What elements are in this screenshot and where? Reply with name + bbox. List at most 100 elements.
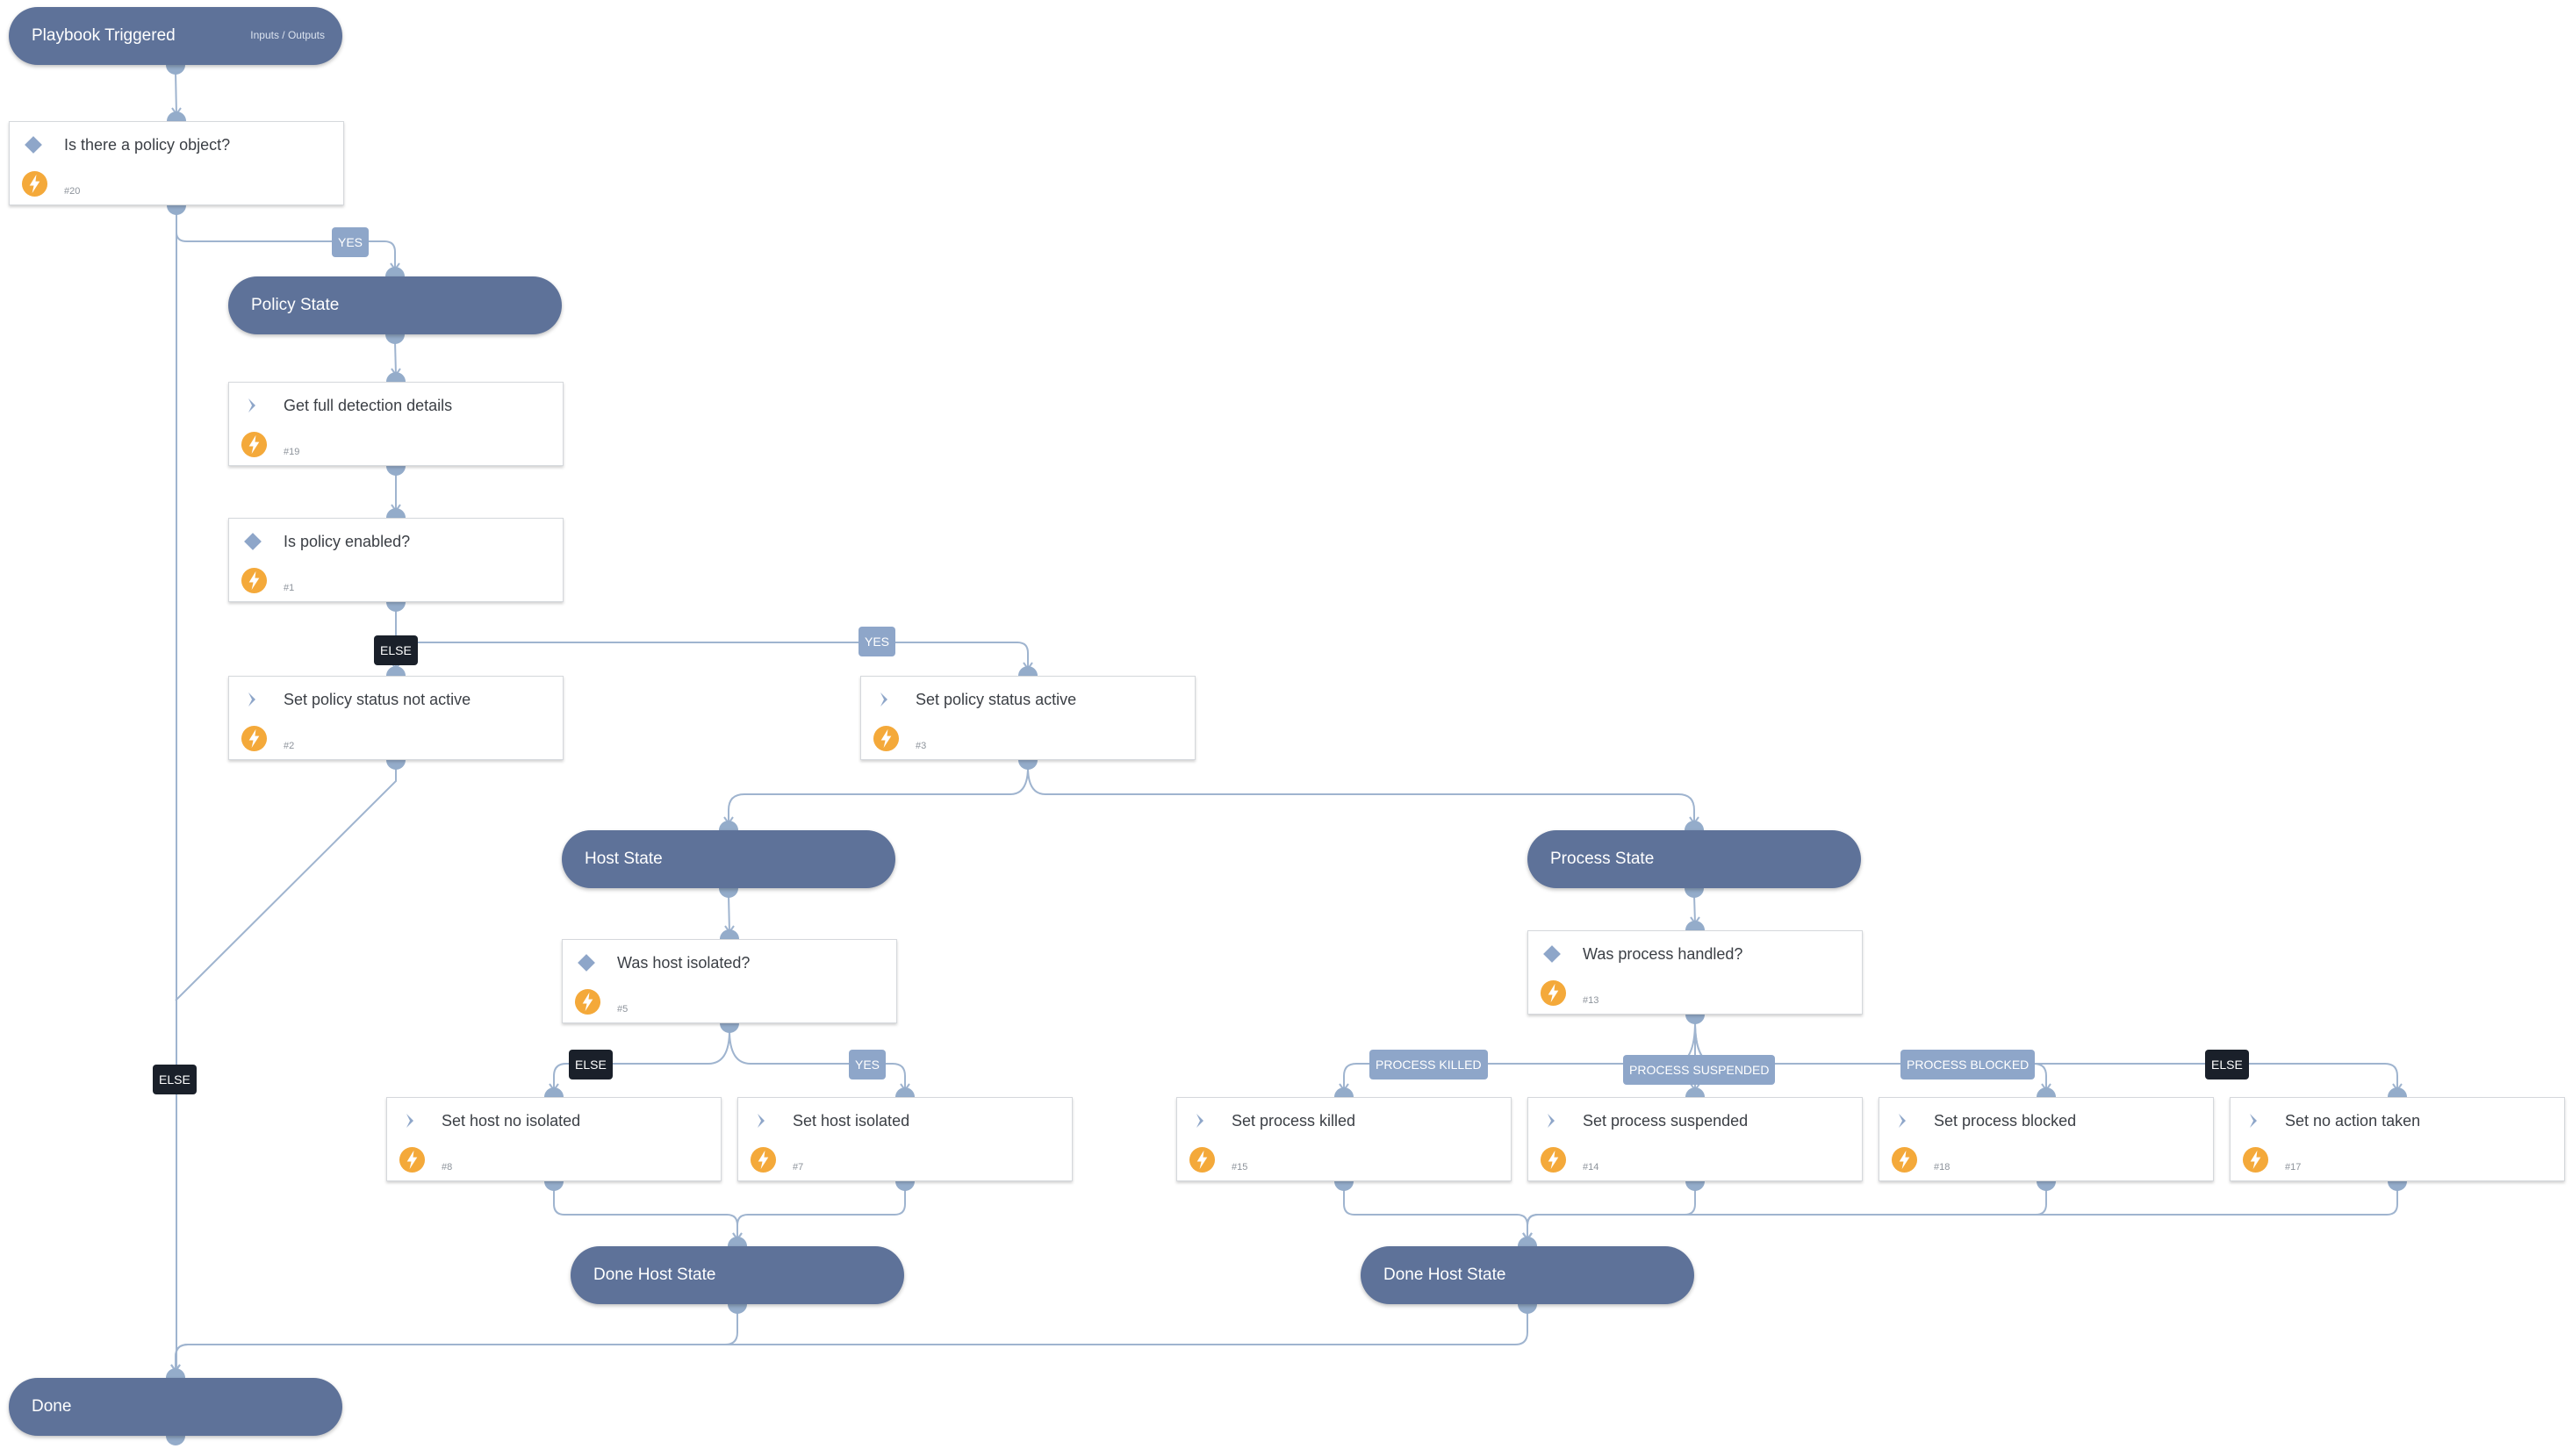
task-name: Set policy status not active — [284, 691, 471, 708]
task-number: #15 — [1232, 1162, 1248, 1173]
edge-n8-to-done_host — [553, 1188, 738, 1239]
task-number: #17 — [2285, 1162, 2302, 1173]
lightning-bolt-icon — [750, 1146, 777, 1173]
chevron-right-icon — [2244, 1110, 2265, 1131]
task-name: Is policy enabled? — [284, 533, 411, 550]
else-branch-label[interactable]: ELSE — [374, 635, 418, 665]
lightning-bolt-icon — [873, 725, 900, 752]
condition-branch-label[interactable]: PROCESS KILLED — [1369, 1050, 1488, 1079]
condition-task-node[interactable]: Is policy enabled? #1 — [228, 518, 564, 602]
action-task-node[interactable]: Set process blocked #18 — [1879, 1097, 2214, 1181]
diamond-icon — [242, 531, 263, 552]
task-name: Is there a policy object? — [64, 136, 231, 154]
chevron-right-icon — [1893, 1110, 1914, 1131]
chevron-right-icon — [1541, 1110, 1563, 1131]
lightning-bolt-icon — [574, 988, 601, 1015]
task-name: Set host isolated — [793, 1112, 910, 1130]
action-task-node[interactable]: Set process suspended #14 — [1527, 1097, 1863, 1181]
task-name: Get full detection details — [284, 397, 453, 414]
section-header-node[interactable]: Host State — [562, 830, 895, 888]
action-task-node[interactable]: Set policy status not active #2 — [228, 676, 564, 760]
condition-task-node[interactable]: Was host isolated? #5 — [562, 939, 897, 1023]
task-number: #19 — [284, 447, 300, 457]
action-task-node[interactable]: Set no action taken #17 — [2230, 1097, 2565, 1181]
diamond-icon — [576, 952, 597, 973]
edge-n5-to-n7 — [729, 1029, 906, 1090]
edge-n5-to-n8 — [553, 1029, 730, 1090]
lightning-bolt-icon — [399, 1146, 426, 1173]
node-label: Done — [32, 1397, 72, 1416]
task-number: #2 — [284, 741, 295, 751]
lightning-bolt-icon — [1540, 979, 1567, 1007]
else-branch-label[interactable]: ELSE — [153, 1065, 197, 1094]
condition-task-node[interactable]: Was process handled? #13 — [1527, 930, 1863, 1015]
chevron-right-icon — [242, 395, 263, 416]
edge-n3-to-sec_host — [728, 766, 1029, 823]
chevron-right-icon — [874, 689, 895, 710]
node-label: Host State — [585, 850, 663, 868]
else-branch-label[interactable]: ELSE — [569, 1050, 613, 1079]
node-label: Process State — [1550, 850, 1655, 868]
condition-branch-label[interactable]: YES — [332, 227, 370, 257]
diamond-icon — [1541, 943, 1563, 965]
node-label: Done Host State — [593, 1266, 716, 1284]
task-number: #5 — [617, 1004, 629, 1015]
condition-branch-label[interactable]: PROCESS SUSPENDED — [1623, 1055, 1776, 1085]
edge-n15-to-done_proc — [1343, 1188, 1528, 1239]
edge-sec_proc-to-n13 — [1693, 894, 1696, 924]
edge-n2-to-done — [175, 767, 397, 1001]
action-task-node[interactable]: Get full detection details #19 — [228, 382, 564, 466]
node-label: Playbook Triggered — [32, 26, 176, 45]
task-name: Set policy status active — [916, 691, 1077, 708]
task-name: Set host no isolated — [442, 1112, 581, 1130]
task-number: #18 — [1934, 1162, 1951, 1173]
section-header-node[interactable]: Done Host State — [1361, 1246, 1694, 1304]
inputs-outputs-link[interactable]: Inputs / Outputs — [250, 29, 325, 41]
section-header-node[interactable]: Done Host State — [571, 1246, 904, 1304]
condition-branch-label[interactable]: YES — [859, 627, 896, 656]
task-number: #20 — [64, 186, 81, 197]
task-name: Set process blocked — [1934, 1112, 2077, 1130]
action-task-node[interactable]: Set host isolated #7 — [737, 1097, 1073, 1181]
edge-done_host-to-done — [175, 1311, 738, 1371]
action-task-node[interactable]: Set process killed #15 — [1176, 1097, 1512, 1181]
chevron-right-icon — [751, 1110, 772, 1131]
done-node[interactable]: Done — [9, 1378, 342, 1436]
edge-n13-to-n15 — [1343, 1021, 1696, 1090]
start-node[interactable]: Playbook Triggered Inputs / Outputs — [9, 7, 342, 65]
task-name: Was process handled? — [1583, 945, 1743, 963]
else-branch-label[interactable]: ELSE — [2205, 1050, 2249, 1079]
task-name: Set no action taken — [2285, 1112, 2421, 1130]
lightning-bolt-icon — [241, 725, 268, 752]
task-number: #3 — [916, 741, 927, 751]
edge-n13-to-n17 — [1694, 1021, 2398, 1090]
lightning-bolt-icon — [241, 567, 268, 594]
edge-n17-to-done_proc — [1527, 1188, 2398, 1239]
task-number: #13 — [1583, 995, 1599, 1006]
condition-branch-label[interactable]: YES — [849, 1050, 887, 1079]
section-header-node[interactable]: Process State — [1527, 830, 1861, 888]
diamond-icon — [23, 134, 44, 155]
task-number: #7 — [793, 1162, 804, 1173]
lightning-bolt-icon — [1189, 1146, 1216, 1173]
edge-n7-to-done_host — [736, 1188, 906, 1239]
edge-done_proc-to-done — [175, 1311, 1528, 1371]
condition-task-node[interactable]: Is there a policy object? #20 — [9, 121, 344, 205]
task-name: Set process killed — [1232, 1112, 1356, 1130]
condition-branch-label[interactable]: PROCESS BLOCKED — [1900, 1050, 2036, 1079]
edge-sec_policy-to-n19 — [394, 341, 397, 376]
lightning-bolt-icon — [241, 431, 268, 458]
chevron-right-icon — [1190, 1110, 1211, 1131]
lightning-bolt-icon — [2242, 1146, 2269, 1173]
lightning-bolt-icon — [1540, 1146, 1567, 1173]
lightning-bolt-icon — [1891, 1146, 1918, 1173]
lightning-bolt-icon — [21, 170, 48, 197]
action-task-node[interactable]: Set policy status active #3 — [860, 676, 1196, 760]
chevron-right-icon — [400, 1110, 421, 1131]
task-number: #8 — [442, 1162, 453, 1173]
action-task-node[interactable]: Set host no isolated #8 — [386, 1097, 722, 1181]
task-number: #1 — [284, 583, 295, 593]
section-header-node[interactable]: Policy State — [228, 276, 562, 334]
